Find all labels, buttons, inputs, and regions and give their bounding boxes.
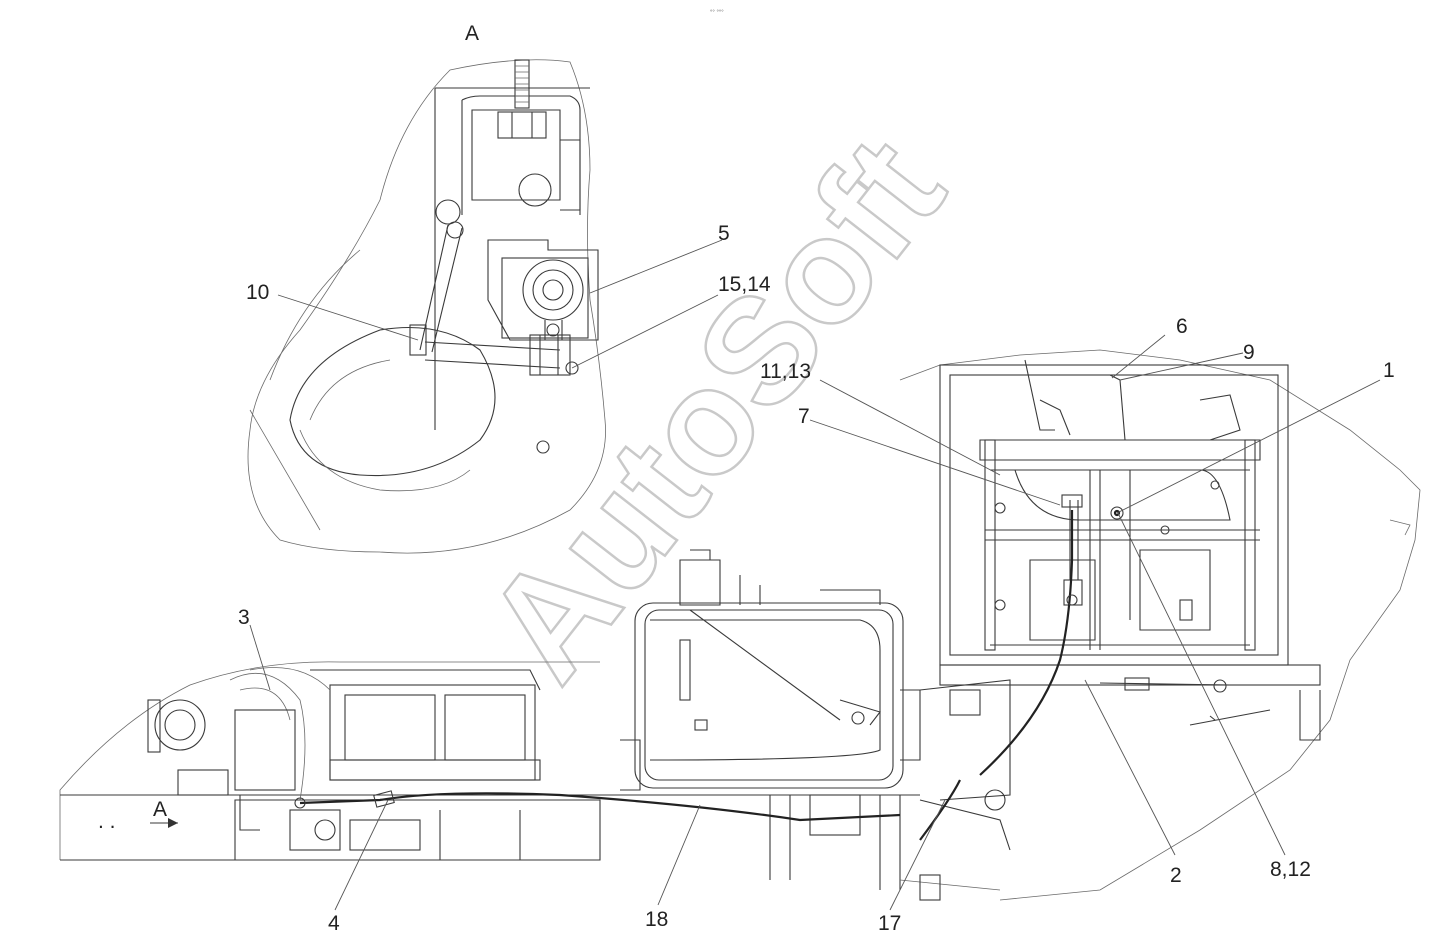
callout-7: 7 (798, 405, 810, 428)
callout-5: 5 (718, 222, 730, 245)
fuel-tank (620, 549, 921, 791)
svg-text:. .: . . (98, 810, 116, 833)
top-caption: °° °°° (710, 10, 724, 16)
cab-frame (899, 349, 1421, 901)
leader-lines (249, 239, 1381, 911)
callout-1: 1 (1383, 359, 1395, 382)
svg-text:A: A (153, 798, 167, 821)
callout-3: 3 (238, 606, 250, 629)
control-cables (294, 510, 1078, 841)
callout-4: 4 (328, 912, 340, 935)
callout-10: 10 (246, 281, 269, 304)
callout-8-12: 8,12 (1270, 858, 1311, 881)
callout-2: 2 (1170, 864, 1182, 887)
watermark: AutoSoft (452, 106, 977, 711)
detail-view-a (247, 59, 606, 554)
callout-15-14: 15,14 (718, 273, 771, 296)
view-marker-label: A (465, 22, 479, 45)
callout-6: 6 (1176, 315, 1188, 338)
callout-17: 17 (878, 912, 901, 935)
callout-labels: A °° °°° 5 10 15,14 6 9 1 11,13 7 3 2 8,… (238, 10, 1395, 935)
view-arrow-a: A . . (98, 798, 178, 833)
callout-11-13: 11,13 (760, 360, 811, 383)
chassis (769, 679, 1011, 901)
engine-assembly (59, 661, 920, 861)
callout-18: 18 (645, 908, 668, 931)
svg-text:AutoSoft: AutoSoft (453, 107, 975, 709)
callout-9: 9 (1243, 341, 1255, 364)
